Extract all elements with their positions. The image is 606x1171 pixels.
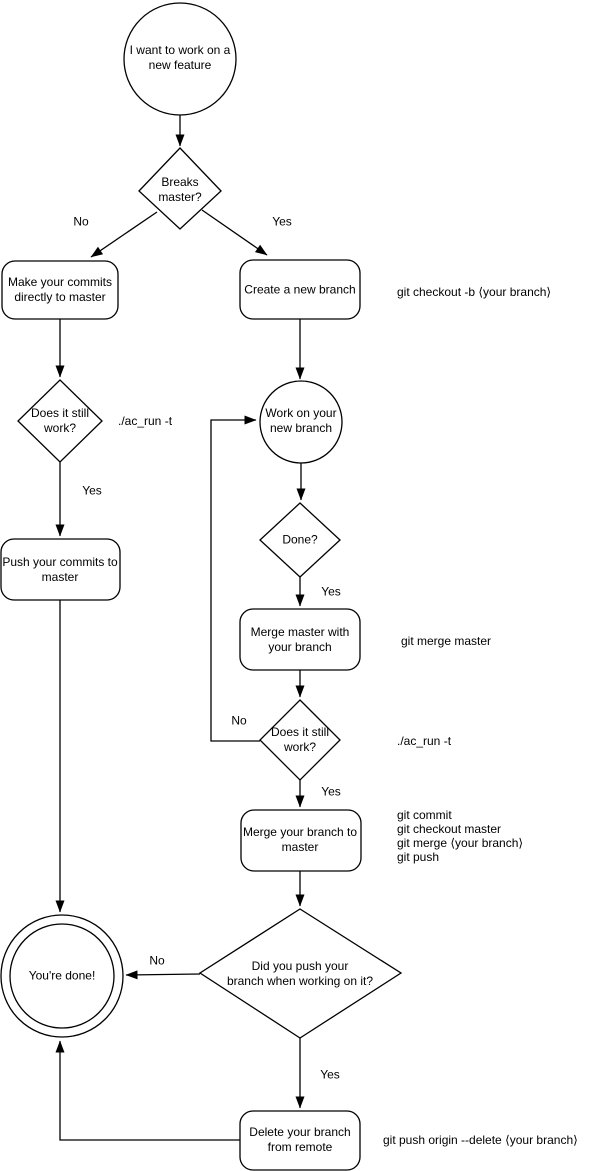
edge-label-yes-still-right: Yes (321, 784, 341, 799)
annotation-checkout-cmd: git checkout -b ⟨your branch⟩ (397, 285, 552, 299)
node-label-done: Done? (282, 532, 318, 547)
delete-to-youredone-arrow (55, 1040, 240, 1141)
node-label-merge-master: Merge master with your branch (250, 625, 350, 654)
edge-label-no-still-right: No (231, 713, 247, 728)
merge-branch-rect (240, 809, 362, 872)
edge-label-yes-breaks: Yes (272, 214, 292, 229)
node-label-make-commits: Make your commits directly to master (7, 275, 113, 304)
edge-label-yes-done: Yes (321, 584, 341, 599)
edge-label-no-breaks: No (73, 214, 89, 229)
annotation-ac-run-right: ./ac_run -t (397, 734, 452, 748)
didpush-no-arrow (125, 970, 201, 980)
edge-label-no-did-push: No (149, 953, 165, 968)
node-label-breaks-master: Breaks master? (158, 175, 202, 204)
node-label-start: I want to work on a new feature (129, 43, 231, 72)
breaks-master-diamond (138, 147, 222, 230)
node-label-still-work-right: Does it still work? (270, 725, 329, 754)
breaks-yes-arrow (201, 209, 268, 256)
annotation-ac-run-left: ./ac_run -t (118, 414, 173, 428)
stillwork-no-loop-arrow (210, 415, 260, 742)
annotation-merge-branch-cmds: git commit git checkout master git merge… (397, 808, 524, 864)
annotation-delete-cmd: git push origin --delete ⟨your branch⟩ (383, 1133, 578, 1147)
youre-done-outer-circle (0, 914, 124, 1038)
edge-label-yes-did-push: Yes (320, 1067, 340, 1082)
breaks-no-arrow (90, 211, 158, 258)
annotation-merge-master-cmd: git merge master (401, 634, 492, 648)
node-label-delete-branch: Delete your branch from remote (249, 1125, 351, 1154)
edge-label-yes-still-left: Yes (82, 483, 102, 498)
node-label-push-commits: Push your commits to master (2, 555, 118, 584)
node-label-create-branch: Create a new branch (244, 282, 356, 297)
node-label-youre-done: You're done! (28, 968, 96, 983)
youre-done-inner-circle (9, 923, 115, 1029)
node-label-did-push: Did you push your branch when working on… (226, 959, 374, 988)
node-label-work-branch: Work on your new branch (265, 406, 337, 435)
node-label-merge-branch: Merge your branch to master (242, 825, 358, 854)
node-label-still-work-left: Does it still work? (30, 406, 89, 435)
